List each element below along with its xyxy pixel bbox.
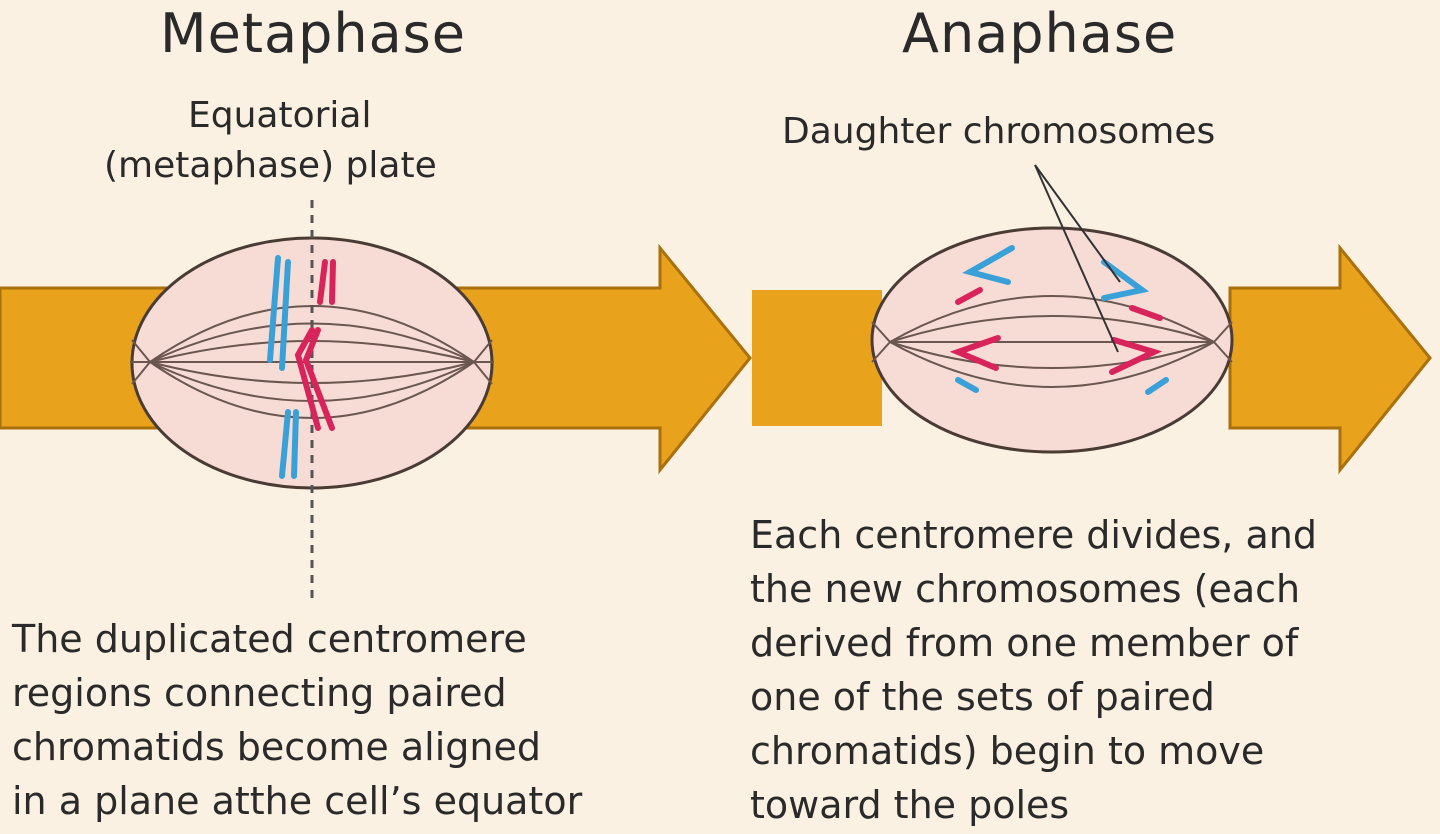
equatorial-plate-label-line-1: Equatorial — [188, 95, 372, 136]
anaphase-description: Each centromere divides, and the new chr… — [750, 508, 1317, 832]
metaphase-chromosomes — [267, 255, 336, 479]
daughter-chromosomes-label: Daughter chromosomes — [782, 111, 1216, 152]
anaphase-description-line: Each centromere divides, and — [750, 513, 1317, 557]
metaphase-description-line: chromatids become aligned — [12, 725, 541, 769]
arrow-segment-3 — [1228, 243, 1432, 475]
daughter-chromosomes-pointer — [1034, 164, 1121, 353]
anaphase-description-line: one of the sets of paired — [750, 675, 1215, 719]
metaphase-description-line: regions connecting paired — [12, 671, 507, 715]
anaphase-description-line: derived from one member of — [750, 621, 1299, 665]
equatorial-plate-label-line-2: (metaphase) plate — [104, 145, 437, 186]
metaphase-title: Metaphase — [160, 2, 467, 65]
anaphase-cell — [870, 164, 1234, 454]
arrow-segment-2 — [752, 290, 882, 426]
anaphase-title: Anaphase — [902, 2, 1178, 65]
anaphase-cell-body — [870, 226, 1234, 454]
metaphase-description: The duplicated centromere regions connec… — [12, 612, 582, 828]
anaphase-chromosomes — [949, 245, 1169, 395]
anaphase-description-line: chromatids) begin to move — [750, 729, 1265, 773]
anaphase-description-line: toward the poles — [750, 783, 1070, 827]
anaphase-description-line: the new chromosomes (each — [750, 567, 1301, 611]
anaphase-spindle-fibers — [871, 295, 1233, 388]
metaphase-description-line: in a plane atthe cell’s equator — [12, 779, 583, 823]
metaphase-description-line: The duplicated centromere — [12, 617, 527, 661]
metaphase-cell — [130, 200, 494, 605]
